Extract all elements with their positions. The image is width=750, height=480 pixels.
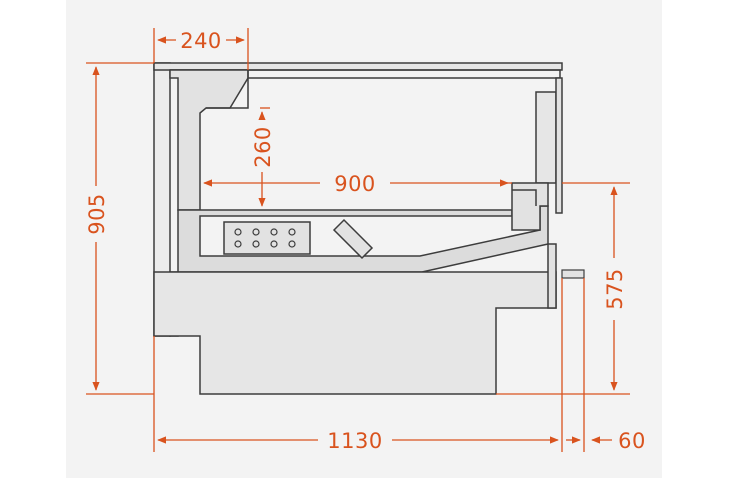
right-glass-post xyxy=(535,91,557,184)
base-unit xyxy=(153,271,557,395)
dim-height-total-label: 905 xyxy=(85,193,109,235)
dim-depth-inner: 900 xyxy=(203,172,509,196)
drain-pipe-icon xyxy=(561,269,585,279)
dim-width-top-label: 240 xyxy=(180,29,222,53)
deck-bracket xyxy=(512,189,537,206)
dim-width-total: 1130 xyxy=(157,429,559,453)
control-panel-icon xyxy=(223,221,311,255)
dimension-lines xyxy=(86,28,630,452)
dim-depth-inner-label: 900 xyxy=(334,172,376,196)
shelf-slope xyxy=(206,70,249,109)
dim-counter-height: 575 xyxy=(603,186,627,391)
dim-width-top: 240 xyxy=(157,29,245,53)
glass-canopy xyxy=(170,69,561,79)
right-wall xyxy=(555,77,563,214)
display-light-icon xyxy=(332,218,374,260)
dim-shelf-height-label: 260 xyxy=(251,126,275,168)
base-rear xyxy=(547,243,557,309)
dim-height-total: 905 xyxy=(85,66,109,391)
dim-width-total-label: 1130 xyxy=(327,429,382,453)
top-frame xyxy=(153,62,563,71)
display-cabinet xyxy=(153,62,563,395)
dim-pipe-offset: 60 xyxy=(566,429,646,453)
deck-end xyxy=(511,182,549,231)
dim-pipe-offset-label: 60 xyxy=(618,429,646,453)
dim-shelf-height: 260 xyxy=(251,111,275,207)
dim-counter-height-label: 575 xyxy=(603,268,627,310)
